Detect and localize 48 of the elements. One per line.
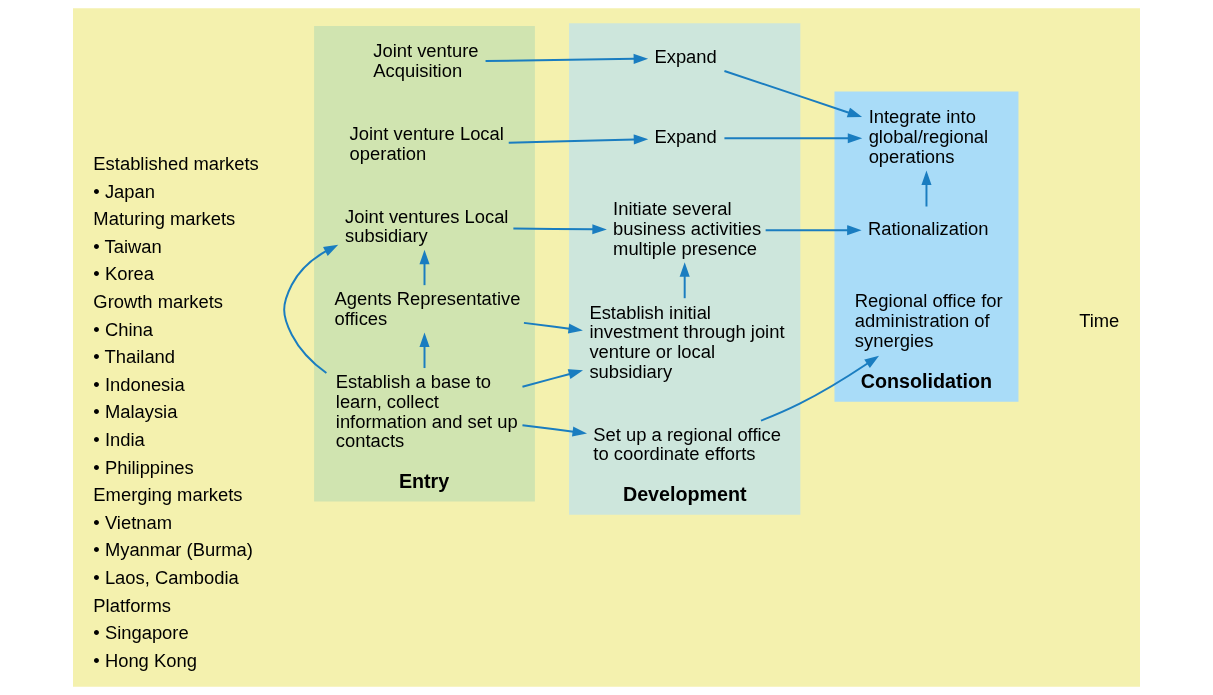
label: • Indonesia	[93, 373, 185, 395]
label: • Philippines	[93, 456, 194, 478]
label: • Japan	[93, 180, 155, 202]
label: • Singapore	[93, 622, 189, 644]
node-text: Integrate into global/regional operations	[868, 106, 989, 167]
arrow	[723, 69, 863, 118]
node-text: Joint venture Acquisition	[373, 40, 479, 81]
arrow	[760, 355, 880, 422]
label: • Myanmar (Burma)	[93, 539, 253, 561]
label: • Hong Kong	[93, 649, 197, 671]
arrow	[507, 134, 649, 145]
arrow	[419, 249, 430, 287]
label: Platforms	[93, 594, 171, 616]
arrow	[522, 321, 583, 334]
label: Maturing markets	[93, 208, 236, 230]
node-text: Regional office for administration of synergies	[854, 290, 1003, 351]
node-text: Rationalization	[867, 218, 989, 240]
arrow	[419, 332, 430, 370]
arrow	[283, 244, 339, 375]
arrow	[921, 170, 932, 208]
label: • Malaysia	[93, 401, 178, 423]
arrow	[484, 53, 649, 64]
label: • Korea	[93, 263, 154, 285]
node-text: Establish initial investment through joint venture or local subsidiary	[589, 301, 785, 382]
label: • Vietnam	[93, 511, 172, 533]
label: • China	[93, 318, 153, 340]
label: • Thailand	[93, 346, 176, 368]
arrow	[679, 262, 690, 300]
arrow	[764, 225, 862, 236]
node-text: Agents Representative offices	[334, 288, 521, 330]
node-text: Expand	[654, 45, 717, 67]
node-text: Joint ventures Local subsidiary	[345, 205, 509, 247]
label: Established markets	[93, 153, 259, 175]
label: • Taiwan	[93, 235, 162, 257]
label: Growth markets	[93, 291, 224, 313]
node-text: Expand	[654, 126, 717, 148]
label: • India	[93, 428, 145, 450]
arrow	[521, 424, 587, 437]
label: Emerging markets	[93, 484, 243, 506]
arrow	[521, 369, 584, 388]
node-text: Joint venture Local operation	[349, 122, 504, 164]
arrow	[512, 224, 607, 235]
label: Time	[1079, 310, 1120, 332]
node-text: Initiate several business activities multiple presence	[613, 198, 762, 259]
node-text: Establish a base to learn, collect information and set up contacts	[335, 371, 518, 452]
label: • Laos, Cambodia	[93, 566, 239, 588]
node-text: Set up a regional office to coordinate efforts	[593, 423, 781, 465]
arrow	[723, 133, 863, 144]
